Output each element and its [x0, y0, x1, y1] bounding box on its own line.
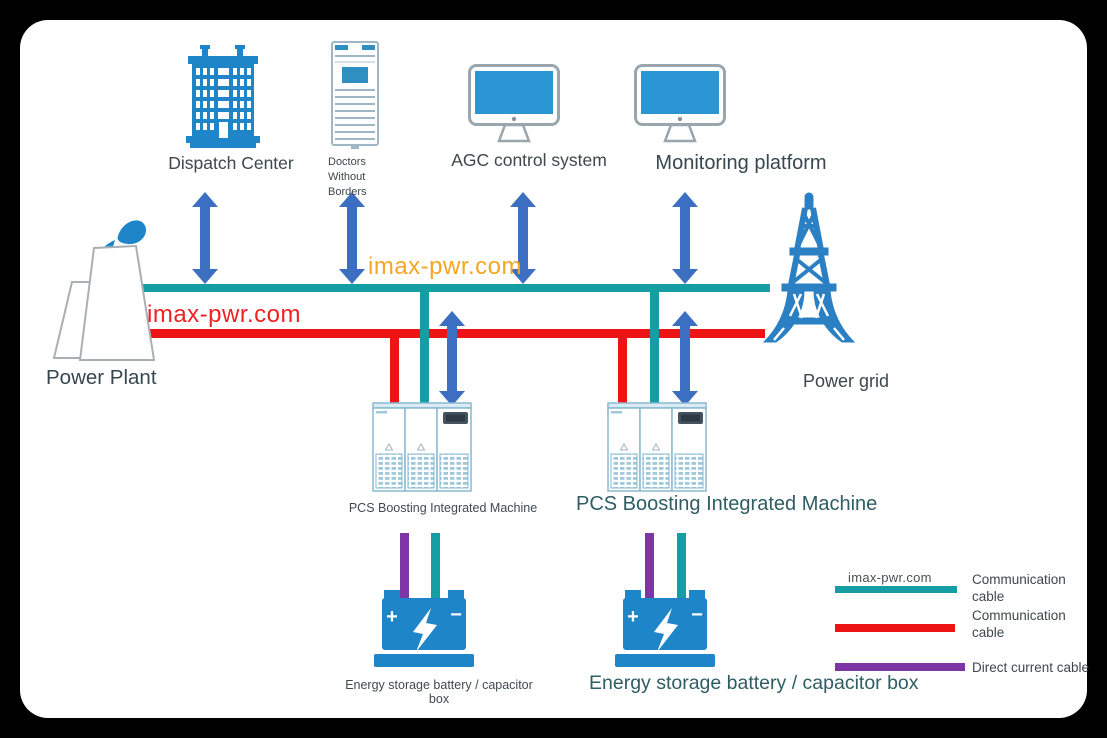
power-grid-tower-icon: [762, 192, 856, 343]
arrow-agc-bus: [510, 192, 536, 284]
arrow-monitoring-bus: [672, 192, 698, 284]
watermark-left: imax-pwr.com: [147, 301, 302, 328]
arrow-up-icon: [192, 192, 218, 207]
legend-teal-swatch: [835, 586, 957, 593]
dc-cable-left: [400, 533, 409, 615]
watermark-legend: imax-pwr.com: [848, 570, 932, 585]
legend-purple-label: Direct current cable: [972, 660, 1090, 675]
monitoring-label: Monitoring platform: [655, 152, 827, 174]
arrow-down-icon: [192, 269, 218, 284]
arrow-pcs-right: [672, 311, 698, 406]
agc-label: AGC control system: [451, 150, 607, 170]
battery-minus-sign: −: [691, 604, 703, 626]
battery-plus-sign: +: [386, 606, 398, 628]
arrow-down-icon: [339, 269, 365, 284]
power-grid-label: Power grid: [802, 371, 890, 391]
agc-monitor-icon: [468, 64, 560, 143]
battery-plus-sign: +: [627, 606, 639, 628]
server-tower-icon: [331, 41, 379, 149]
pcs-left-label: PCS Boosting Integrated Machine: [348, 501, 538, 515]
arrow-up-icon: [339, 192, 365, 207]
dc-cable-right: [645, 533, 654, 615]
teal-drop-left: [420, 292, 429, 405]
dispatch-center-label: Dispatch Center: [168, 153, 294, 173]
battery-comm-cable-left: [431, 533, 440, 619]
power-plant-label: Power Plant: [46, 366, 157, 389]
arrow-up-icon: [439, 311, 465, 326]
communication-bus-teal: [140, 284, 770, 292]
arrow-down-icon: [672, 269, 698, 284]
battery-minus-sign: −: [450, 604, 462, 626]
battery-left-label: Energy storage battery / capacitor box: [345, 678, 533, 706]
arrow-up-icon: [672, 192, 698, 207]
pcs-right-label: PCS Boosting Integrated Machine: [576, 493, 878, 515]
power-plant-icon: [52, 220, 156, 361]
arrow-up-icon: [510, 192, 536, 207]
battery-right-label: Energy storage battery / capacitor box: [589, 672, 919, 694]
battery-comm-cable-right: [677, 533, 686, 619]
legend-purple-swatch: [835, 663, 965, 671]
server-label: Doctors Without Borders: [328, 156, 367, 198]
dispatch-center-building-icon: [186, 45, 260, 148]
pcs-machine-right-icon: [607, 402, 707, 492]
arrow-pcs-left: [439, 311, 465, 406]
watermark-center: imax-pwr.com: [368, 253, 523, 280]
monitoring-monitor-icon: [634, 64, 726, 143]
arrow-up-icon: [672, 311, 698, 326]
battery-right-icon: + −: [615, 590, 715, 667]
red-drop-right: [618, 338, 627, 405]
legend-red-label: Communication cable: [972, 608, 1066, 640]
battery-left-icon: + −: [374, 590, 474, 667]
pcs-machine-left-icon: [372, 402, 472, 492]
teal-drop-right: [650, 292, 659, 405]
arrow-dispatch-bus: [192, 192, 218, 284]
legend-red-swatch: [835, 624, 955, 632]
arrow-down-icon: [510, 269, 536, 284]
red-drop-left: [390, 338, 399, 405]
arrow-server-bus: [339, 192, 365, 284]
legend-teal-label: Communication cable: [972, 572, 1066, 604]
